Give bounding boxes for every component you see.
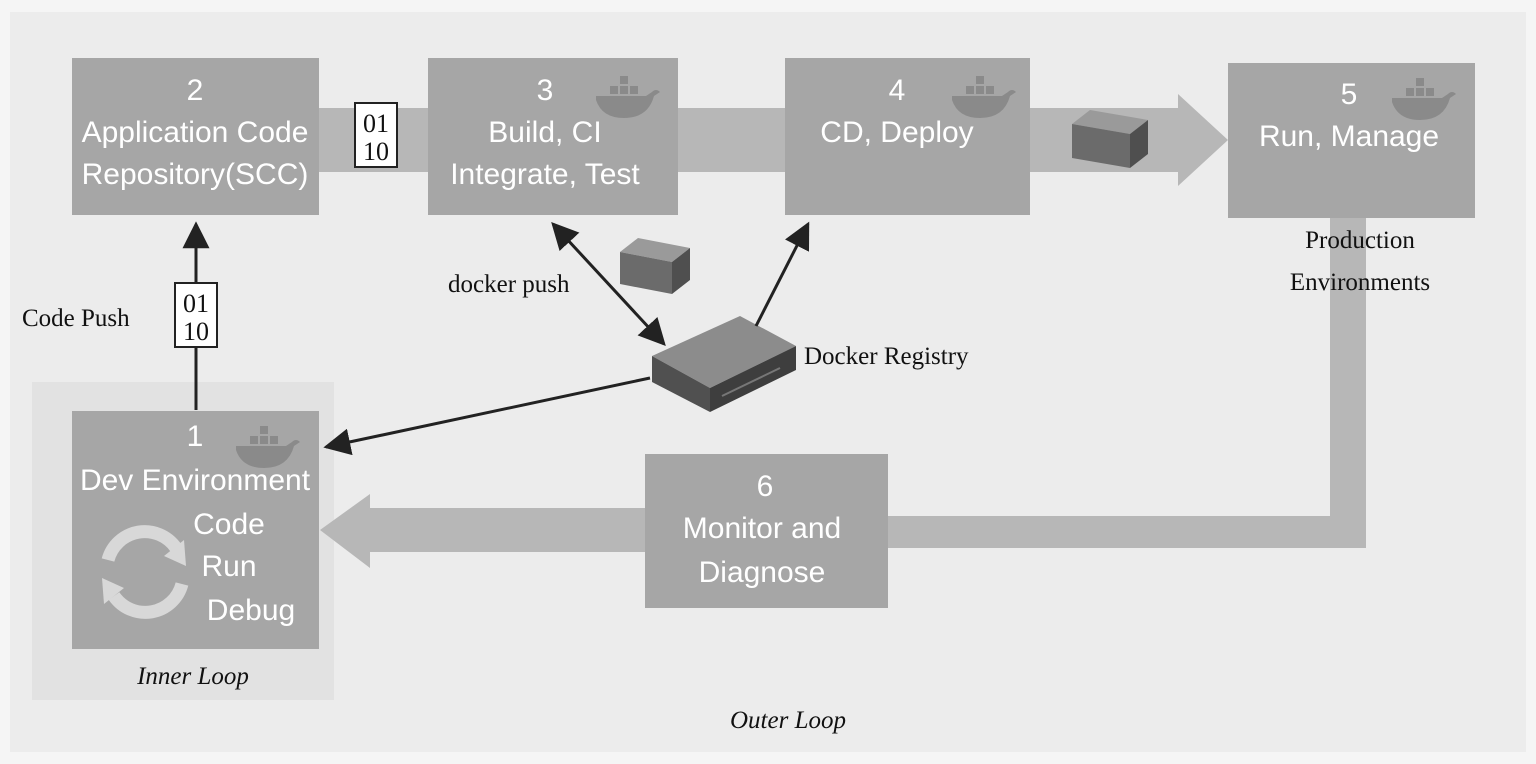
step-label: Monitor and bbox=[683, 512, 841, 545]
step-label: Debug bbox=[207, 594, 295, 627]
step-label: Code bbox=[193, 508, 265, 541]
step-number: 4 bbox=[889, 74, 906, 107]
docker-whale-icon bbox=[596, 76, 660, 118]
step-label: Build, CI bbox=[488, 116, 601, 149]
step-number: 5 bbox=[1341, 78, 1358, 111]
binary-line-1: 01 bbox=[183, 289, 209, 318]
code-push-label: Code Push bbox=[22, 305, 130, 332]
binary-line-1: 01 bbox=[363, 109, 389, 138]
docker-whale-icon bbox=[1392, 78, 1456, 120]
step-label: Integrate, Test bbox=[450, 158, 640, 191]
docker-registry-label: Docker Registry bbox=[804, 343, 969, 370]
outer-loop-label: Outer Loop bbox=[730, 707, 846, 734]
step-label: Application Code bbox=[82, 116, 309, 149]
cycle-icon bbox=[101, 525, 189, 619]
step-box-build bbox=[428, 58, 678, 215]
docker-whale-icon bbox=[236, 426, 300, 468]
server-icon bbox=[652, 316, 796, 412]
step-number: 2 bbox=[187, 74, 204, 107]
binary-badge-top: 01 10 bbox=[354, 102, 398, 168]
binary-badge-code-push: 01 10 bbox=[174, 282, 218, 348]
step-title: Dev Environment bbox=[80, 464, 311, 497]
step-number: 1 bbox=[187, 420, 204, 453]
production-label: Production bbox=[1305, 227, 1415, 254]
binary-line-2: 10 bbox=[183, 317, 209, 346]
step-number: 6 bbox=[757, 470, 774, 503]
container-block-icon bbox=[620, 238, 690, 294]
inner-loop-label: Inner Loop bbox=[136, 663, 249, 690]
step-box-deploy bbox=[785, 58, 1030, 215]
step-box-repository bbox=[72, 58, 319, 215]
docker-whale-icon bbox=[952, 76, 1016, 118]
container-block-icon bbox=[1072, 110, 1148, 168]
step-label: CD, Deploy bbox=[820, 116, 973, 149]
step-label: Diagnose bbox=[699, 556, 826, 589]
docker-push-label: docker push bbox=[448, 271, 570, 298]
step-label: Repository(SCC) bbox=[82, 158, 309, 191]
production-label: Environments bbox=[1290, 269, 1430, 296]
step-label: Run, Manage bbox=[1259, 120, 1439, 153]
binary-line-2: 10 bbox=[363, 137, 389, 166]
step-label: Run bbox=[201, 550, 256, 583]
step-number: 3 bbox=[537, 74, 554, 107]
step-box-monitor bbox=[645, 454, 888, 608]
